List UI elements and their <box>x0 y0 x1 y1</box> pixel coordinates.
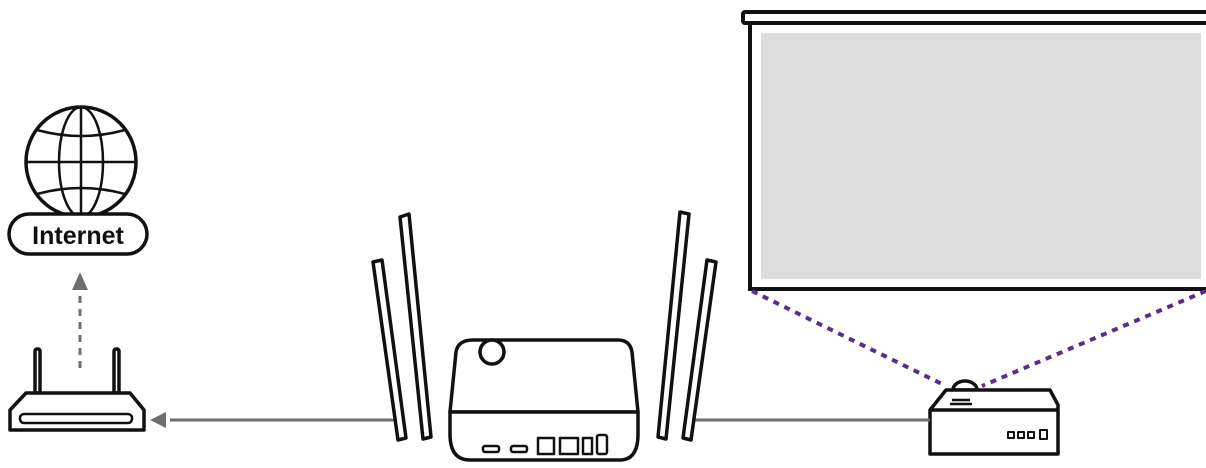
wireless-presentation-hub-icon <box>373 212 716 460</box>
router-icon <box>10 349 144 430</box>
projector-icon <box>930 381 1058 454</box>
arrow-head-left-icon <box>150 412 166 428</box>
internet-label-text: Internet <box>32 222 124 250</box>
globe-icon <box>26 107 136 217</box>
projection-screen-icon <box>743 12 1206 289</box>
projection-beam <box>752 291 1206 386</box>
arrow-head-up-icon <box>72 272 88 290</box>
screen-surface <box>761 33 1201 279</box>
internet-label: Internet <box>9 214 147 254</box>
